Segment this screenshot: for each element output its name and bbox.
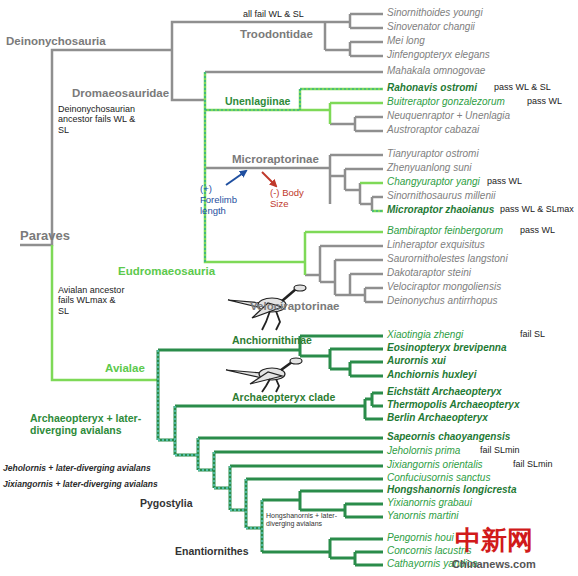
clade-name: Dromaeosauridae: [72, 87, 169, 100]
clade-name: Deinonychosauria: [6, 35, 106, 48]
taxon-name: Dakotaraptor steini: [387, 267, 471, 279]
taxon-name: Aurornis xui: [387, 355, 446, 367]
result-note: pass WL: [527, 96, 562, 106]
taxon-name: Austroraptor cabazai: [387, 124, 479, 136]
taxon-name: Jinfengopteryx elegans: [387, 49, 490, 61]
taxon-name: Sinornithosaurus millenii: [387, 190, 495, 202]
trend-annotation: (+) Forelimb length: [200, 184, 246, 217]
taxon-name: Linheraptor exquisitus: [387, 239, 485, 251]
avialan-dotted-overlay: [158, 350, 262, 552]
neck: [281, 362, 292, 370]
result-note: fail SLmin: [513, 459, 553, 469]
clade-name: Jeholornis + later-diverging avialans: [3, 464, 151, 474]
taxon-name: Anchiornis huxleyi: [387, 369, 476, 381]
taxon-name: Microraptor zhaoianus: [387, 204, 494, 216]
taxon-name: Neuquenraptor + Unenlagia: [387, 110, 510, 122]
result-note: all fail WL & SL: [243, 9, 304, 19]
taxon-name: Rahonavis ostromi: [387, 82, 477, 94]
clade-name: Hongshanornis + later-diverging avialans: [266, 512, 342, 528]
taxon-name: Saurornitholestes langstoni: [387, 253, 508, 265]
watermark: Chinanews.com: [452, 558, 536, 571]
tail: [226, 370, 262, 378]
clade-name: Eudromaeosauria: [118, 265, 215, 278]
avialan-branches: [158, 336, 383, 565]
head: [290, 358, 302, 364]
taxon-name: Eichstätt Archaeopteryx: [387, 386, 502, 398]
clade-name: Anchiornithinae: [232, 334, 312, 346]
legs: [262, 379, 279, 392]
clade-name: Avialae: [105, 362, 145, 375]
clade-name: Microraptorinae: [232, 153, 319, 166]
dotted-overlay: [205, 72, 383, 262]
taxon-name: Jixiangornis orientalis: [387, 459, 483, 471]
taxon-name: Zhenyuanlong suni: [387, 162, 472, 174]
clade-name: Unenlagiinae: [225, 95, 290, 107]
result-note: pass WL & SLmax: [500, 204, 574, 214]
neck: [282, 289, 296, 301]
result-note: Deinonychosaurian ancestor fails WL & SL: [58, 104, 148, 135]
trend-annotation: (-) Body Size: [270, 188, 310, 210]
result-note: pass WL & SL: [494, 82, 551, 92]
taxon-name: Sinovenator changii: [387, 21, 475, 33]
taxon-name: Deinonychus antirrhopus: [387, 295, 498, 307]
clade-name: Pygostylia: [140, 497, 193, 509]
taxon-name: Berlin Archaeopteryx: [387, 412, 488, 424]
taxon-name: Changyuraptor yangi: [387, 176, 480, 188]
taxon-name: Yanornis martini: [387, 510, 459, 522]
result-note: pass WL: [487, 176, 522, 186]
result-note: Avialan ancestor fails WLmax & SL: [58, 285, 128, 316]
taxon-name: Pengornis houi: [387, 532, 454, 544]
taxon-name: Velociraptor mongoliensis: [387, 281, 501, 293]
clade-name: Archaeopteryx + later-diverging avialans: [30, 412, 155, 436]
taxon-name: Yixianornis grabaui: [387, 497, 472, 509]
taxon-name: Buitreraptor gonzalezorum: [387, 96, 505, 108]
head: [294, 285, 306, 291]
taxon-name: Jeholornis prima: [387, 445, 460, 457]
result-note: fail SLmin: [480, 445, 520, 455]
archaeopteryx-silhouette: [226, 358, 302, 392]
result-note: pass WL: [520, 225, 555, 235]
taxon-name: Hongshanornis longicresta: [387, 484, 516, 496]
clade-name: Troodontidae: [240, 28, 313, 41]
legs: [262, 311, 280, 330]
clade-name: Paraves: [20, 229, 70, 244]
taxon-name: Sinornithoides youngi: [387, 7, 483, 19]
taxon-name: Mei long: [387, 35, 425, 47]
gray-branches: [20, 14, 383, 302]
increase-arrow: [226, 171, 246, 185]
decrease-arrow: [262, 172, 276, 186]
clade-name: Enantiornithes: [175, 545, 249, 557]
taxon-name: Sapeornis chaoyangensis: [387, 431, 510, 443]
clade-name: Velociraptorinae: [250, 300, 339, 313]
taxon-name: Thermopolis Archaeopteryx: [387, 399, 519, 411]
taxon-name: Xiaotingia zhengi: [387, 329, 463, 341]
result-note: fail SL: [520, 329, 545, 339]
taxon-name: Tianyuraptor ostromi: [387, 148, 479, 160]
taxon-name: Eosinopteryx brevipenna: [387, 342, 506, 354]
taxon-name: Bambiraptor feinbergorum: [387, 225, 503, 237]
green-branches: [52, 72, 383, 380]
clade-name: Archaeopteryx clade: [232, 391, 335, 403]
taxon-name: Confuciusornis sanctus: [387, 472, 490, 484]
watermark: 中新网: [455, 526, 533, 556]
taxon-name: Mahakala omnogovae: [387, 65, 485, 77]
clade-name: Jixiangornis + later-diverging avialans: [3, 480, 158, 490]
